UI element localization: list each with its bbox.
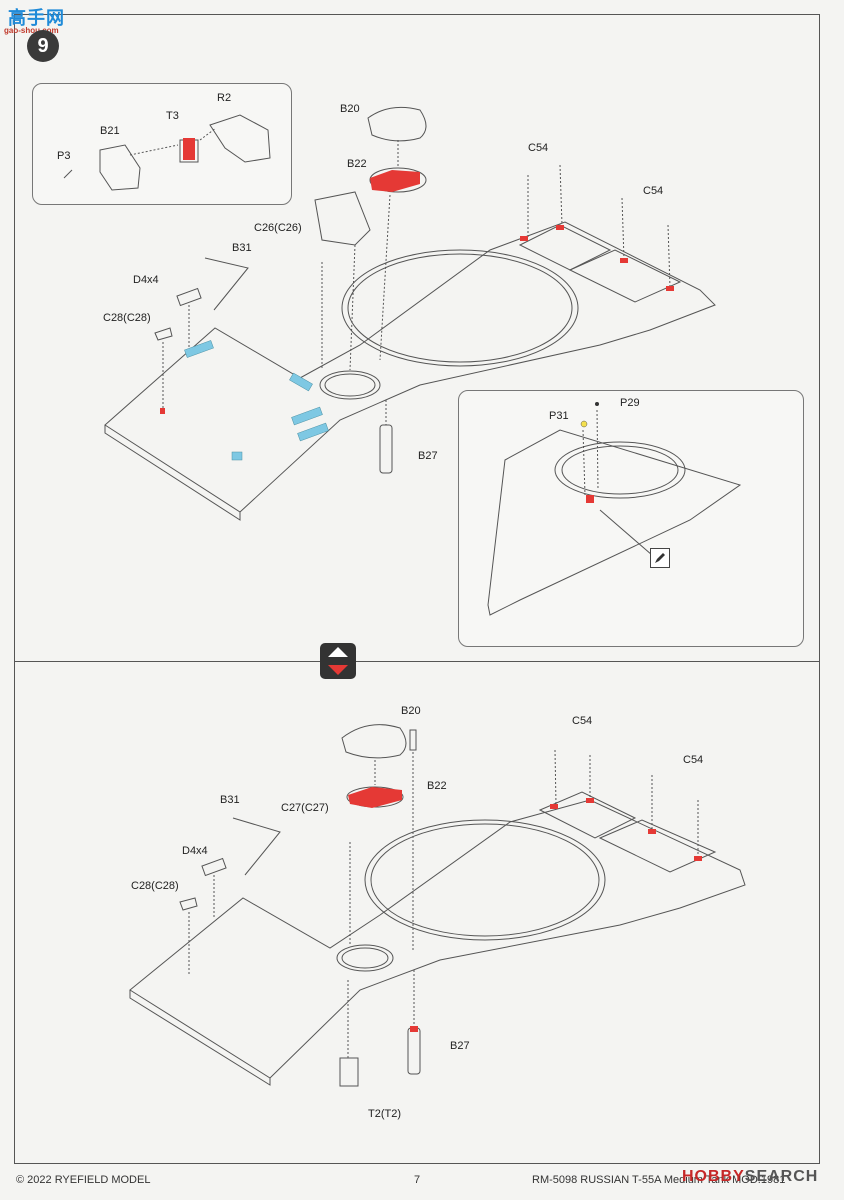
b31-top [204, 257, 249, 311]
label-p3: P3 [57, 150, 71, 162]
step-number-badge: 9 [27, 30, 59, 62]
driver-hatch-ring-bottom [336, 944, 394, 972]
label-p29: P29 [620, 397, 640, 409]
label-r2: R2 [217, 92, 232, 104]
label-c26-top: C26(C26) [254, 222, 302, 234]
hatch-top-1 [518, 224, 612, 271]
label-b20-top: B20 [340, 103, 360, 115]
label-b27-bottom: B27 [450, 1040, 470, 1052]
hatch-bottom-1 [538, 791, 637, 839]
label-d4x4-bottom: D4x4 [182, 845, 208, 857]
brand-watermark: HOBBYSEARCH [682, 1168, 818, 1186]
page-frame [14, 14, 820, 1164]
driver-hatch-ring-top [319, 370, 381, 400]
b20-bottom [341, 724, 407, 759]
label-p31: P31 [549, 410, 569, 422]
pen-icon [650, 548, 670, 568]
label-b21: B21 [100, 125, 120, 137]
label-c28-bottom: C28(C28) [131, 880, 179, 892]
label-c54-top-a: C54 [528, 142, 549, 154]
turret-ring-bottom [364, 819, 606, 941]
turret-ring-top [341, 249, 579, 367]
watermark-url: gao-shou.com [4, 26, 59, 35]
label-d4x4-top: D4x4 [133, 274, 159, 286]
footer-page-number: 7 [414, 1174, 421, 1186]
brand-prefix: HOBBY [682, 1168, 745, 1185]
brand-suffix: SEARCH [744, 1168, 819, 1185]
detail-inset [458, 390, 804, 647]
label-c54-top-b: C54 [643, 185, 664, 197]
label-c54-bottom-b: C54 [683, 754, 704, 766]
periscope-top [314, 191, 371, 246]
label-t2-bottom: T2(T2) [368, 1108, 401, 1120]
hatch-top-2 [568, 249, 682, 303]
b20-top [367, 106, 427, 142]
label-b31-top: B31 [232, 242, 252, 254]
label-b20-bottom: B20 [401, 705, 421, 717]
footer-product: RM-5098 RUSSIAN T-55A Medium Tank MOD.19… [532, 1174, 786, 1186]
label-b22-bottom: B22 [427, 780, 447, 792]
label-t3: T3 [166, 110, 179, 122]
hatch-bottom-2 [598, 819, 717, 873]
label-c27-bottom: C27(C27) [281, 802, 329, 814]
label-b22-top: B22 [347, 158, 367, 170]
b31-bottom [232, 817, 281, 876]
up-down-arrow-icon [320, 643, 356, 679]
label-c28-top: C28(C28) [103, 312, 151, 324]
watermark-logo: 高手网 gao-shou.com [4, 4, 70, 40]
subassembly-inset [32, 83, 292, 205]
watermark-text: 高手网 [8, 8, 65, 28]
label-b27-top: B27 [418, 450, 438, 462]
hull-plate-bottom [129, 799, 746, 1079]
hull-plate-top [104, 221, 716, 513]
step-divider [14, 661, 820, 662]
footer-copyright: © 2022 RYEFIELD MODEL [16, 1174, 151, 1186]
b22-top [369, 167, 427, 193]
label-b31-bottom: B31 [220, 794, 240, 806]
label-c54-bottom-a: C54 [572, 715, 593, 727]
